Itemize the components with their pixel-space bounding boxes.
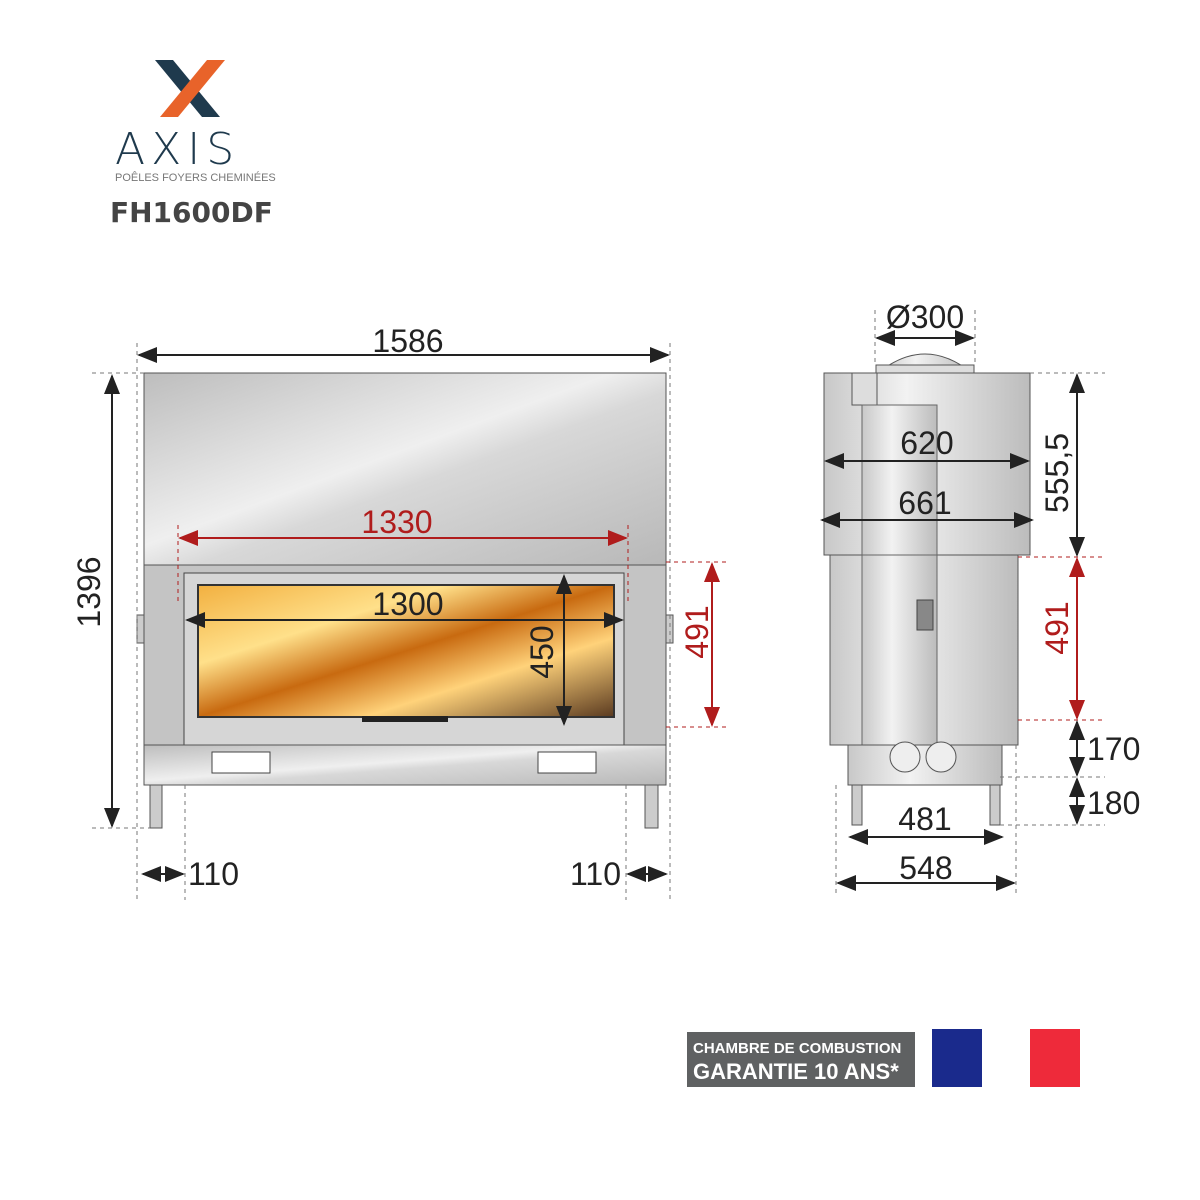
model-name: FH1600DF — [110, 196, 273, 229]
dim-right-offset: 110 — [570, 856, 621, 892]
flag-blue-icon — [932, 1029, 982, 1087]
dim-width-661: 661 — [898, 485, 951, 521]
dim-mid-height: 491 — [1039, 601, 1075, 654]
dim-glass-frame-width: 1330 — [361, 504, 432, 540]
warranty-badge: CHAMBRE DE COMBUSTION GARANTIE 10 ANS* — [687, 1032, 915, 1087]
warranty-line2: GARANTIE 10 ANS* — [693, 1059, 899, 1084]
dim-width-620: 620 — [900, 425, 953, 461]
dim-left-offset: 110 — [188, 856, 239, 892]
dim-side-height: 491 — [679, 605, 715, 658]
dim-glass-width: 1300 — [372, 586, 443, 622]
warranty-line1: CHAMBRE DE COMBUSTION — [693, 1040, 902, 1057]
brand-name: AXIS — [115, 124, 241, 175]
fire-glass — [197, 584, 615, 718]
dim-leg-spacing: 481 — [898, 801, 951, 837]
dim-overall-height: 1396 — [71, 556, 107, 627]
dim-base-height: 170 — [1087, 731, 1140, 767]
brand-tagline: POÊLES FOYERS CHEMINÉES — [115, 172, 276, 184]
dim-leg-height: 180 — [1087, 785, 1140, 821]
flag-red-icon — [1030, 1029, 1080, 1087]
dim-glass-height: 450 — [524, 625, 560, 678]
dim-top-height: 555,5 — [1039, 433, 1075, 513]
dim-depth: 548 — [899, 850, 952, 886]
dim-flue-diameter: Ø300 — [886, 299, 964, 335]
axis-logo-icon — [155, 60, 225, 117]
dim-overall-width: 1586 — [372, 323, 443, 359]
